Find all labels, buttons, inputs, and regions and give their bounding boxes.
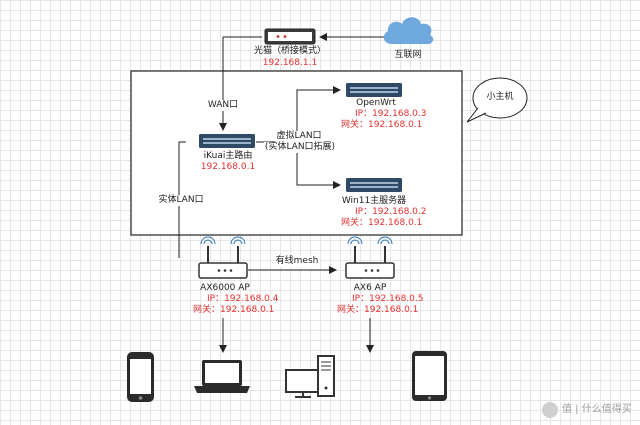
host-speech-bubble — [466, 77, 528, 123]
mesh-label: 有线mesh — [274, 256, 320, 267]
win11-label: Win11主服务器 — [341, 196, 407, 206]
modem-icon — [264, 28, 316, 45]
desktop-pc-icon — [285, 355, 335, 398]
modem-ip: 192.168.1.1 — [262, 58, 318, 68]
internet-label: 互联网 — [394, 50, 422, 60]
phone-icon — [127, 352, 154, 402]
router-ip: 192.168.0.1 — [200, 162, 256, 172]
physical-lan-label: 实体LAN口 — [157, 195, 205, 206]
ap1-wifi-router-icon — [198, 236, 248, 279]
ap2-wifi-router-icon — [345, 236, 395, 279]
virtual-lan-label: 虚拟LAN口 — [275, 131, 323, 142]
ap2-gateway: 网关：192.168.0.1 — [337, 305, 419, 315]
host-label: 小主机 — [486, 92, 514, 102]
win11-gateway: 网关：192.168.0.1 — [341, 218, 423, 228]
ap2-label: AX6 AP — [353, 283, 387, 293]
ap1-ip: IP：192.168.0.4 — [207, 294, 279, 304]
laptop-icon — [194, 360, 250, 393]
ap1-label: AX6000 AP — [200, 283, 250, 293]
watermark-text: 值 | 什么值得买 — [562, 404, 632, 415]
modem-label: 光猫（桥接模式） — [253, 46, 327, 56]
openwrt-gateway: 网关：192.168.0.1 — [341, 120, 423, 130]
openwrt-switch-icon — [346, 83, 402, 97]
router-label: iKuai主路由 — [203, 151, 253, 161]
openwrt-label: OpenWrt — [356, 98, 396, 108]
ap2-ip: IP：192.168.0.5 — [352, 294, 424, 304]
win11-ip: IP：192.168.0.2 — [355, 207, 427, 217]
win11-switch-icon — [346, 178, 402, 192]
virtual-lan-note: (实体LAN口拓展) — [263, 142, 337, 153]
cloud-icon — [383, 17, 434, 45]
tablet-icon — [412, 351, 447, 401]
link-virtual-lan-win11 — [296, 142, 341, 189]
wan-label: WAN口 — [206, 100, 240, 111]
openwrt-ip: IP：192.168.0.3 — [355, 109, 427, 119]
router-switch-icon — [199, 134, 255, 148]
link-physical-lan — [178, 141, 186, 258]
ap1-gateway: 网关：192.168.0.1 — [193, 305, 275, 315]
watermark-logo-icon — [542, 402, 558, 418]
